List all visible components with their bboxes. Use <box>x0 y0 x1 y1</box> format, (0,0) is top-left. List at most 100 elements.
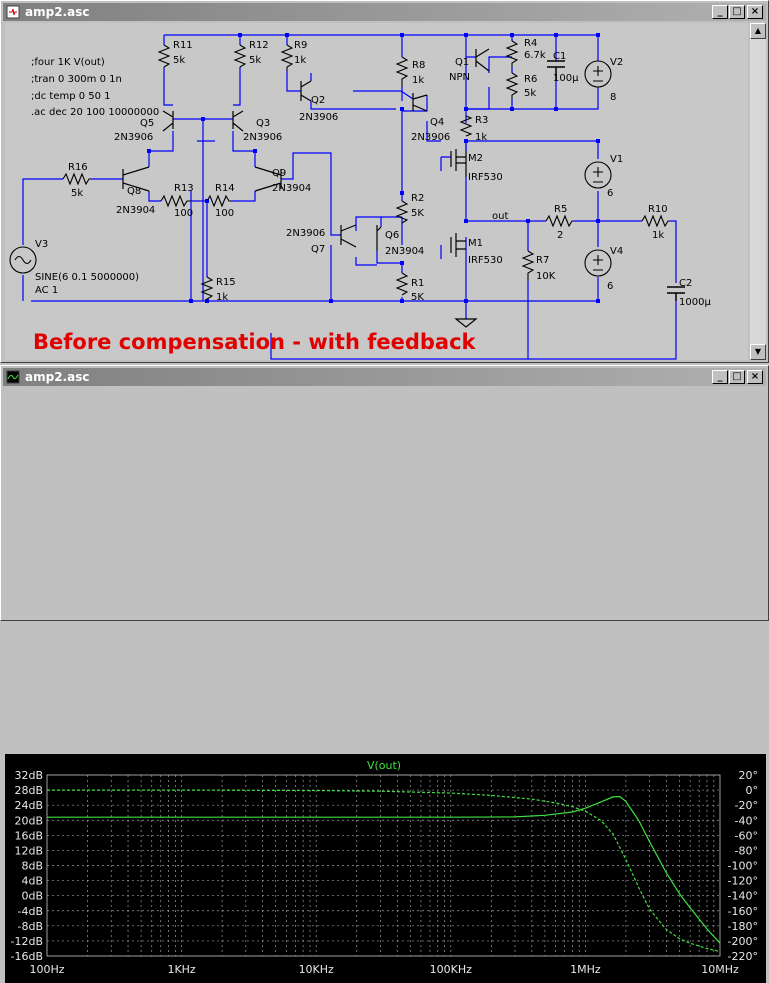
trace-label[interactable]: V(out) <box>367 759 401 772</box>
part-value: 1k <box>475 132 487 143</box>
directive-line: ;tran 0 300m 0 1n <box>31 74 122 85</box>
scroll-up-button[interactable]: ▲ <box>750 23 766 39</box>
part-value: 5k <box>71 188 83 199</box>
part-name: Q3 <box>256 118 270 129</box>
x-tick-label: 1MHz <box>570 963 601 976</box>
y-tick-label-right: 20° <box>739 769 759 782</box>
part-name: Q5 <box>140 118 154 129</box>
x-tick-label: 1KHz <box>167 963 195 976</box>
close-button[interactable]: × <box>747 370 763 384</box>
y-tick-label-right: -120° <box>728 875 758 888</box>
part-value: 1k <box>652 230 664 241</box>
part-value: 2N3906 <box>299 112 338 123</box>
y-tick-label-right: -20° <box>735 799 758 812</box>
part-name: R6 <box>524 74 537 85</box>
part-name: R12 <box>249 40 269 51</box>
y-tick-label-left: 8dB <box>21 860 43 873</box>
schematic-window: amp2.asc _ □ × <box>0 0 769 363</box>
y-tick-label-left: 24dB <box>14 799 43 812</box>
part-name: Q6 <box>385 230 399 241</box>
part-value: NPN <box>449 72 470 83</box>
part-value: 2N3904 <box>116 205 155 216</box>
part-value: 2N3904 <box>385 246 424 257</box>
part-name: C1 <box>553 51 566 62</box>
component-labels: R11 5k R12 5k R9 1k R8 1k Q1 NPN R4 6.7k… <box>35 38 711 308</box>
x-tick-label: 100Hz <box>29 963 64 976</box>
part-name: R1 <box>411 278 424 289</box>
part-name: V3 <box>35 239 48 250</box>
magnitude-trace <box>47 795 721 944</box>
y-tick-label-left: 4dB <box>21 875 43 888</box>
plot-titlebar[interactable]: amp2.asc _ □ × <box>3 368 766 386</box>
y-tick-label-left: 16dB <box>14 829 43 842</box>
part-value: 100 <box>174 208 193 219</box>
part-value: 5K <box>411 292 424 303</box>
y-tick-label-right: -60° <box>735 829 758 842</box>
part-name: R9 <box>294 40 307 51</box>
resistor-symbols <box>62 40 670 301</box>
part-value: 1k <box>216 292 228 303</box>
part-value: 5k <box>173 55 185 66</box>
part-value: 6 <box>607 281 613 292</box>
y-tick-label-left: 0dB <box>21 890 43 903</box>
minimize-button[interactable]: _ <box>712 5 728 19</box>
y-tick-label-left: -12dB <box>11 935 44 948</box>
schematic-titlebar[interactable]: amp2.asc _ □ × <box>3 3 766 21</box>
ground-icon <box>454 318 478 328</box>
plot-window-title: amp2.asc <box>25 370 90 384</box>
part-name: Q9 <box>272 168 286 179</box>
trace-layer <box>47 789 721 953</box>
part-value: 5k <box>524 88 536 99</box>
y-tick-label-left: -8dB <box>18 920 44 933</box>
part-value: 100 <box>215 208 234 219</box>
scroll-down-button[interactable]: ▼ <box>750 344 766 360</box>
part-value: 2N3904 <box>272 183 311 194</box>
waveform-doc-icon <box>6 370 20 384</box>
maximize-button[interactable]: □ <box>729 370 745 384</box>
spice-directives: ;four 1K V(out) ;tran 0 300m 0 1n ;dc te… <box>31 57 159 118</box>
annotation-text: Before compensation - with feedback <box>33 330 477 354</box>
net-out-label: out <box>492 211 508 222</box>
schematic-drawing: ;four 1K V(out) ;tran 0 300m 0 1n ;dc te… <box>9 33 711 360</box>
part-value: 2N3906 <box>411 132 450 143</box>
part-name: Q8 <box>127 186 141 197</box>
part-name: R10 <box>648 204 668 215</box>
voltage-sources <box>9 60 612 277</box>
part-name: Q4 <box>430 117 444 128</box>
directive-line: ;four 1K V(out) <box>31 57 105 68</box>
y-axis-left-labels: 32dB28dB24dB20dB16dB12dB8dB4dB0dB-4dB-8d… <box>11 769 44 963</box>
part-name: C2 <box>679 278 692 289</box>
part-value: 6 <box>607 188 613 199</box>
schematic-canvas[interactable]: ;four 1K V(out) ;tran 0 300m 0 1n ;dc te… <box>5 23 748 360</box>
part-name: V2 <box>610 57 623 68</box>
minimize-button[interactable]: _ <box>712 370 728 384</box>
y-tick-label-left: 20dB <box>14 814 43 827</box>
part-name: R15 <box>216 277 236 288</box>
close-button[interactable]: × <box>747 5 763 19</box>
part-value: AC 1 <box>35 285 58 296</box>
phase-trace <box>47 789 721 953</box>
y-tick-label-left: -4dB <box>18 905 44 918</box>
part-value: 2N3906 <box>286 228 325 239</box>
part-value: 5K <box>411 208 424 219</box>
maximize-button[interactable]: □ <box>729 5 745 19</box>
part-value: 10K <box>536 271 556 282</box>
part-name: R2 <box>411 193 424 204</box>
directive-line: .ac dec 20 100 10000000 <box>31 107 159 118</box>
transistor-symbols <box>122 48 490 257</box>
y-tick-label-right: -160° <box>728 905 758 918</box>
y-axis-right-labels: 20°0°-20°-40°-60°-80°-100°-120°-140°-160… <box>728 769 758 963</box>
y-tick-label-right: -40° <box>735 814 758 827</box>
part-name: R13 <box>174 183 194 194</box>
schematic-vertical-scrollbar[interactable]: ▲ ▼ <box>750 23 766 360</box>
junctions <box>147 33 600 303</box>
y-tick-label-right: -200° <box>728 935 758 948</box>
part-value: 1000µ <box>679 297 711 308</box>
part-value: 2N3906 <box>114 132 153 143</box>
x-tick-label: 10MHz <box>701 963 739 976</box>
part-name: M2 <box>468 153 483 164</box>
capacitor-symbols <box>547 60 685 301</box>
y-tick-label-right: -180° <box>728 920 758 933</box>
